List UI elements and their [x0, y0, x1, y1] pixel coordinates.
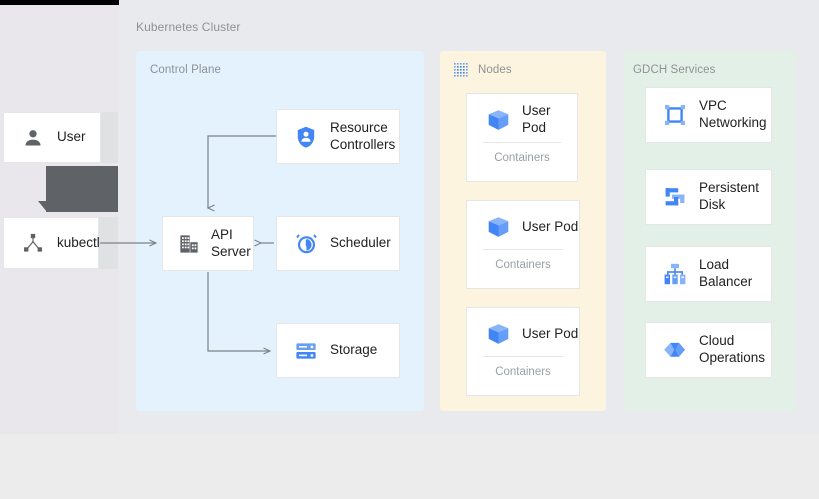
pod-label: User Pod [522, 103, 551, 135]
pod-card[interactable]: User Pod Containers [466, 93, 578, 182]
shield-person-icon [293, 124, 319, 150]
service-label-load-balancer: Load Balancer [699, 257, 753, 289]
pod-sublabel: Containers [495, 366, 551, 378]
section-label-gdch-services: GDCH Services [633, 64, 716, 76]
user-card-shadow [98, 112, 118, 163]
tooltip-pointer [38, 201, 47, 212]
service-card-load-balancer[interactable]: Load Balancer [645, 246, 772, 302]
alarm-clock-icon [293, 231, 319, 257]
top-black-bar [0, 0, 119, 5]
pod-divider [483, 142, 561, 143]
pod-divider [483, 356, 563, 357]
load-balancer-icon [662, 261, 688, 287]
pod-label: User Pod [522, 218, 579, 234]
component-card-scheduler[interactable]: Scheduler [276, 216, 400, 271]
component-label-storage: Storage [330, 342, 378, 358]
actor-label-kubectl: kubectl [57, 234, 100, 250]
component-card-resource-controllers[interactable]: Resource Controllers [276, 109, 400, 164]
cloud-operations-icon [662, 337, 688, 363]
tooltip-popup [46, 166, 118, 212]
persistent-disk-icon [662, 184, 688, 210]
actor-card-kubectl[interactable]: kubectl [3, 217, 100, 269]
vpc-networking-icon [662, 102, 688, 128]
kubectl-node-icon [20, 230, 46, 256]
section-label-nodes: Nodes [478, 64, 512, 76]
section-label-control-plane: Control Plane [150, 64, 221, 76]
component-label-resource-controllers: Resource Controllers [330, 119, 396, 152]
server-building-icon [176, 231, 202, 257]
service-card-vpc-networking[interactable]: VPC Networking [645, 87, 772, 143]
person-icon [20, 125, 46, 151]
service-card-cloud-operations[interactable]: Cloud Operations [645, 322, 772, 378]
component-label-scheduler: Scheduler [330, 235, 391, 251]
diagram-title: Kubernetes Cluster [136, 20, 241, 34]
pod-cube-icon [485, 107, 511, 133]
pod-cube-icon [485, 321, 511, 347]
service-label-cloud-operations: Cloud Operations [699, 333, 766, 365]
actor-label-user: User [57, 129, 86, 145]
pod-sublabel: Containers [495, 259, 551, 271]
pod-sublabel: Containers [494, 152, 550, 164]
component-card-api-server[interactable]: API Server [162, 216, 254, 271]
actor-card-user[interactable]: User [3, 112, 101, 163]
database-storage-icon [293, 338, 319, 364]
service-label-vpc-networking: VPC Networking [699, 98, 767, 130]
component-card-storage[interactable]: Storage [276, 323, 400, 378]
pod-divider [483, 249, 563, 250]
pod-card[interactable]: User Pod Containers [466, 307, 580, 396]
pod-label: User Pod [522, 325, 579, 341]
service-label-persistent-disk: Persistent Disk [699, 180, 760, 212]
pod-cube-icon [485, 214, 511, 240]
service-card-persistent-disk[interactable]: Persistent Disk [645, 169, 772, 225]
pod-card[interactable]: User Pod Containers [466, 200, 580, 289]
component-label-api-server: API Server [211, 226, 251, 259]
nodes-grid-icon [452, 61, 470, 79]
